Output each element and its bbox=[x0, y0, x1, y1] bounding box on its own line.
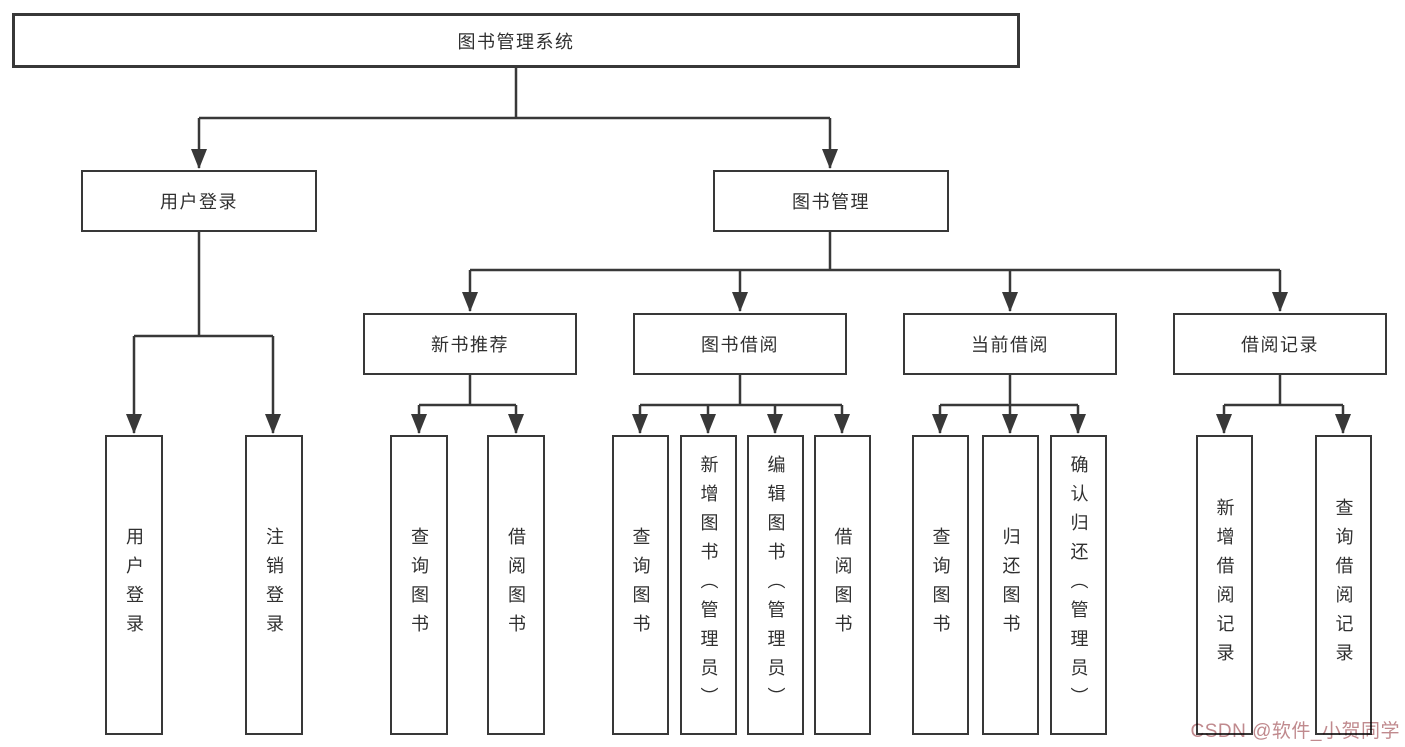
node-book-borrowing: 图书借阅 bbox=[633, 313, 847, 375]
node-label: 用户登录 bbox=[160, 192, 238, 212]
node-label: 图书管理 bbox=[792, 192, 870, 212]
leaf-nb-query-books: 查询图书 bbox=[390, 435, 448, 735]
node-label: 图书借阅 bbox=[701, 335, 779, 355]
node-user-login: 用户登录 bbox=[81, 170, 317, 232]
leaf-bb-borrow-books: 借阅图书 bbox=[814, 435, 871, 735]
node-label: 借阅记录 bbox=[1241, 335, 1319, 355]
node-label: 编辑图书（管理员） bbox=[765, 454, 786, 716]
leaf-user-login: 用户登录 bbox=[105, 435, 163, 735]
leaf-bb-edit-books-admin: 编辑图书（管理员） bbox=[747, 435, 804, 735]
node-label: 借阅图书 bbox=[506, 527, 526, 643]
node-book-management: 图书管理 bbox=[713, 170, 949, 232]
leaf-br-add-record: 新增借阅记录 bbox=[1196, 435, 1253, 735]
node-label: 查询借阅记录 bbox=[1333, 498, 1354, 672]
leaf-cb-confirm-return-admin: 确认归还（管理员） bbox=[1050, 435, 1107, 735]
connector-new-book-split bbox=[419, 375, 516, 407]
leaf-logout-login: 注销登录 bbox=[245, 435, 303, 735]
node-label: 用户登录 bbox=[124, 527, 144, 643]
csdn-watermark: CSDN @软件_小贺同学 bbox=[1190, 721, 1400, 742]
node-label: 新书推荐 bbox=[431, 335, 509, 355]
node-borrow-records: 借阅记录 bbox=[1173, 313, 1387, 375]
node-label: 查询图书 bbox=[630, 527, 651, 643]
connector-root-split bbox=[199, 68, 830, 120]
leaf-nb-borrow-books: 借阅图书 bbox=[487, 435, 545, 735]
connector-trunks bbox=[134, 68, 1343, 407]
node-label: 借阅图书 bbox=[832, 527, 853, 643]
node-label: 新增图书（管理员） bbox=[698, 454, 719, 716]
node-library-management-system: 图书管理系统 bbox=[12, 13, 1020, 68]
node-label: 图书管理系统 bbox=[457, 31, 575, 52]
node-new-book-recommend: 新书推荐 bbox=[363, 313, 577, 375]
connector-arrows bbox=[126, 118, 1351, 434]
leaf-bb-add-books-admin: 新增图书（管理员） bbox=[680, 435, 737, 735]
leaf-cb-query-books: 查询图书 bbox=[912, 435, 969, 735]
node-current-borrowing: 当前借阅 bbox=[903, 313, 1117, 375]
connector-borrow-records-split bbox=[1224, 375, 1343, 407]
leaf-bb-query-books: 查询图书 bbox=[612, 435, 669, 735]
node-label: 新增借阅记录 bbox=[1214, 498, 1235, 672]
connector-current-borrow-split bbox=[940, 375, 1078, 407]
node-label: 确认归还（管理员） bbox=[1068, 454, 1089, 716]
node-label: 当前借阅 bbox=[971, 335, 1049, 355]
node-label: 查询图书 bbox=[409, 527, 429, 643]
node-label: 查询图书 bbox=[930, 527, 951, 643]
node-label: 归还图书 bbox=[1000, 527, 1021, 643]
connector-book-borrow-split bbox=[640, 375, 842, 407]
connector-book-management-split bbox=[470, 232, 1280, 272]
leaf-br-query-record: 查询借阅记录 bbox=[1315, 435, 1372, 735]
node-label: 注销登录 bbox=[264, 527, 284, 643]
connector-user-login-split bbox=[134, 232, 273, 338]
leaf-cb-return-books: 归还图书 bbox=[982, 435, 1039, 735]
